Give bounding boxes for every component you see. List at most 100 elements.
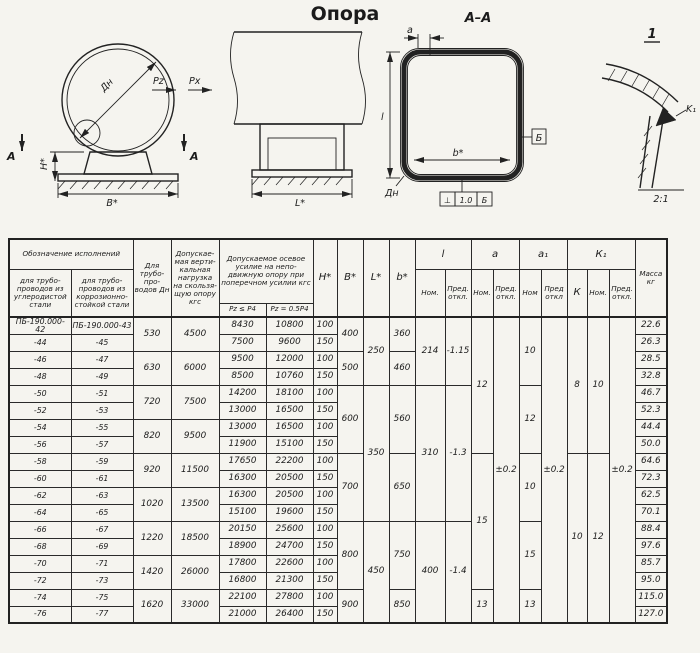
table-cell: 11900 xyxy=(218,435,267,454)
table-cell: 150 xyxy=(312,537,338,556)
pipe-wall-top-edge xyxy=(605,63,679,103)
table-cell: 16300 xyxy=(218,486,267,505)
ground-hatch xyxy=(57,180,174,190)
table-cell: 10760 xyxy=(265,367,314,386)
table-cell: -48 xyxy=(8,367,72,386)
table-cell: 16500 xyxy=(265,418,314,437)
detail-scale: 2:1 xyxy=(653,194,668,205)
weld-ref-box xyxy=(476,191,493,207)
plate-hatch xyxy=(637,125,653,179)
dn-leader xyxy=(395,175,405,187)
table-cell: 13 xyxy=(470,588,494,624)
base-plate-side xyxy=(251,169,353,178)
table-cell: 22.6 xyxy=(634,316,668,335)
table-cell: 100 xyxy=(312,316,338,335)
table-cell: 32.8 xyxy=(634,367,668,386)
table-cell: 26400 xyxy=(265,605,314,624)
table-cell: 27800 xyxy=(265,588,314,607)
flag-label: Б xyxy=(536,133,543,144)
table-cell: -70 xyxy=(8,554,72,573)
header-cell: l xyxy=(414,238,472,270)
table-cell: 21000 xyxy=(218,605,267,624)
table-cell: -54 xyxy=(8,418,72,437)
table-cell: -68 xyxy=(8,537,72,556)
table-cell: ±0.2 xyxy=(492,316,520,624)
table-cell: 100 xyxy=(312,452,338,471)
table-cell: 250 xyxy=(362,316,390,386)
table-cell: 18100 xyxy=(265,384,314,403)
table-cell: 12000 xyxy=(265,350,314,369)
table-cell: 4500 xyxy=(170,316,220,352)
table-cell: 24700 xyxy=(265,537,314,556)
px-force-label: Px xyxy=(189,76,201,87)
table-cell: 150 xyxy=(312,605,338,624)
table-cell: 52.3 xyxy=(634,401,668,420)
header-cell: Допускае­мая верти­кальная нагрузка на с… xyxy=(170,238,220,318)
table-cell: 1620 xyxy=(132,588,172,624)
table-cell: 7500 xyxy=(170,384,220,420)
table-cell: 115.0 xyxy=(634,588,668,607)
table-cell: 18500 xyxy=(170,520,220,556)
table-cell: 150 xyxy=(312,367,338,386)
table-cell: 150 xyxy=(312,333,338,352)
base-plate xyxy=(57,173,179,182)
table-cell: 9600 xyxy=(265,333,314,352)
table-cell: 25600 xyxy=(265,520,314,539)
page-title: Опора xyxy=(311,3,380,25)
table-cell: 12 xyxy=(470,316,494,454)
flag-box xyxy=(531,128,547,145)
table-cell: 10800 xyxy=(265,316,314,335)
weld-triangle xyxy=(655,107,677,127)
table-cell: 214 xyxy=(414,316,446,386)
header-cell: Пред. откл. xyxy=(608,268,636,318)
table-cell: 22100 xyxy=(218,588,267,607)
front-view: Дн Pz Px H* В* А А xyxy=(6,43,212,209)
a-dim-label: a xyxy=(407,25,413,36)
support-body xyxy=(259,123,345,171)
table-cell: 11500 xyxy=(170,452,220,488)
detail-view: 1 K₁ 2:1 xyxy=(601,27,696,205)
table-cell: 64.6 xyxy=(634,452,668,471)
section-marker-a-right: А xyxy=(189,150,199,163)
table-cell: 13000 xyxy=(218,418,267,437)
break-line-right xyxy=(358,31,366,125)
table-cell: 70.1 xyxy=(634,503,668,522)
table-cell: 460 xyxy=(388,350,416,386)
table-cell: 26.3 xyxy=(634,333,668,352)
table-cell: 530 xyxy=(132,316,172,352)
table-cell: 800 xyxy=(336,520,364,590)
table-cell: 100 xyxy=(312,384,338,403)
table-cell: 15100 xyxy=(218,503,267,522)
table-cell: 20500 xyxy=(265,486,314,505)
bstar-dim-label: b* xyxy=(453,148,464,159)
header-cell: Для трубо­про­водов Дн xyxy=(132,238,172,318)
table-cell: -50 xyxy=(8,384,72,403)
table-cell: 150 xyxy=(312,571,338,590)
header-cell: В* xyxy=(336,238,364,318)
table-cell: -61 xyxy=(70,469,134,488)
plate-left-edge xyxy=(639,115,651,189)
table-cell: 100 xyxy=(312,486,338,505)
table-cell: 22600 xyxy=(265,554,314,573)
table-cell: 920 xyxy=(132,452,172,488)
table-cell: -57 xyxy=(70,435,134,454)
table-cell: -53 xyxy=(70,401,134,420)
table-cell: -1.3 xyxy=(444,384,472,522)
table-cell: 900 xyxy=(336,588,364,624)
table-cell: -51 xyxy=(70,384,134,403)
header-cell: Пред. откл. xyxy=(444,268,472,318)
k1-leader xyxy=(675,109,687,117)
table-cell: 600 xyxy=(336,384,364,454)
header-cell: К₁ xyxy=(566,238,636,270)
table-cell: 8500 xyxy=(218,367,267,386)
h-dim-label: H* xyxy=(39,158,50,170)
table-cell: 17800 xyxy=(218,554,267,573)
table-cell: 46.7 xyxy=(634,384,668,403)
